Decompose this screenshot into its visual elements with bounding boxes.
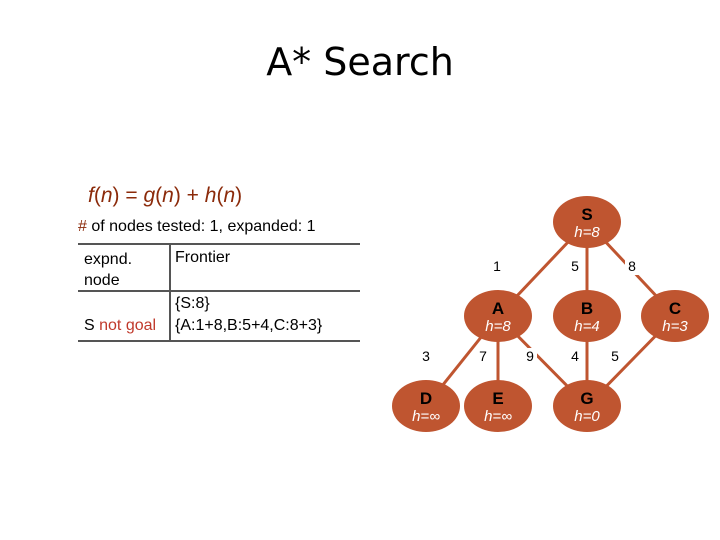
node-S-ellipse	[553, 196, 621, 248]
edge-cost-bg-S-C	[625, 258, 639, 275]
node-D: Dh=∞	[392, 380, 460, 432]
header-frontier: Frontier	[175, 249, 231, 266]
expanded-node: S	[84, 317, 95, 334]
header-expnd-node: expnd. node	[84, 249, 132, 291]
node-G-ellipse	[553, 380, 621, 432]
node-S-label: S	[581, 205, 592, 224]
frontier-row-1: {S:8}	[175, 295, 210, 312]
frontier-row-2: {A:1+8,B:5+4,C:8+3}	[175, 317, 323, 334]
table-top-rule	[78, 243, 360, 245]
node-D-label: D	[420, 389, 432, 408]
node-A-label: A	[492, 299, 504, 318]
node-E-ellipse	[464, 380, 532, 432]
node-D-ellipse	[392, 380, 460, 432]
edge-cost-bg-S-B	[568, 258, 582, 275]
node-A-heuristic: h=8	[485, 318, 511, 335]
node-counts: # of nodes tested: 1, expanded: 1	[78, 218, 316, 236]
table-header-rule	[78, 290, 360, 292]
not-goal-status: not goal	[99, 317, 157, 334]
edge-cost-C-G: 5	[611, 348, 619, 364]
node-A-ellipse	[464, 290, 532, 342]
edge-cost-bg-S-A	[490, 258, 504, 275]
edge-cost-bg-B-G	[568, 348, 582, 365]
node-G: Gh=0	[553, 380, 621, 432]
node-B-ellipse	[553, 290, 621, 342]
node-B-label: B	[581, 299, 593, 318]
edge-cost-bg-A-E	[476, 348, 490, 365]
node-G-label: G	[580, 389, 593, 408]
header-expnd: expnd.	[84, 251, 133, 268]
node-C-label: C	[669, 299, 681, 318]
formula-n2: n	[162, 184, 174, 207]
slide-title: A* Search	[266, 40, 454, 84]
node-A: Ah=8	[464, 290, 532, 342]
node-G-heuristic: h=0	[574, 408, 600, 425]
edge-cost-bg-A-G	[523, 348, 537, 365]
node-E: Eh=∞	[464, 380, 532, 432]
counts-text: of nodes tested: 1, expanded: 1	[86, 218, 316, 235]
node-B: Bh=4	[553, 290, 621, 342]
edge-cost-S-B: 5	[571, 258, 579, 274]
table-bottom-rule	[78, 340, 360, 342]
edge-cost-A-E: 7	[479, 348, 487, 364]
node-E-label: E	[492, 389, 503, 408]
node-E-heuristic: h=∞	[484, 408, 512, 425]
node-C: Ch=3	[641, 290, 709, 342]
header-node: node	[84, 272, 120, 289]
formula-n3: n	[223, 184, 236, 207]
formula-f: f	[88, 184, 94, 207]
node-C-ellipse	[641, 290, 709, 342]
edge-cost-S-C: 8	[628, 258, 636, 274]
edge-cost-A-D: 3	[422, 348, 430, 364]
edge-cost-bg-A-D	[419, 348, 433, 365]
node-C-heuristic: h=3	[662, 318, 688, 335]
edge-cost-B-G: 4	[571, 348, 579, 364]
table-column-rule	[169, 243, 171, 342]
node-S: Sh=8	[553, 196, 621, 248]
counts-hash: #	[78, 218, 87, 235]
node-S-heuristic: h=8	[574, 224, 600, 241]
edge-cost-A-G: 9	[526, 348, 534, 364]
formula-n1: n	[100, 184, 113, 207]
node-D-heuristic: h=∞	[412, 408, 440, 425]
edge-cost-bg-C-G	[608, 348, 622, 365]
node-B-heuristic: h=4	[574, 318, 599, 335]
edge-cost-S-A: 1	[493, 258, 501, 274]
expanded-node-row-2: S not goal	[84, 317, 156, 335]
formula-h: h	[204, 184, 217, 207]
formula-g: g	[143, 184, 156, 207]
formula: f(n) = g(n) + h(n)	[88, 184, 243, 207]
